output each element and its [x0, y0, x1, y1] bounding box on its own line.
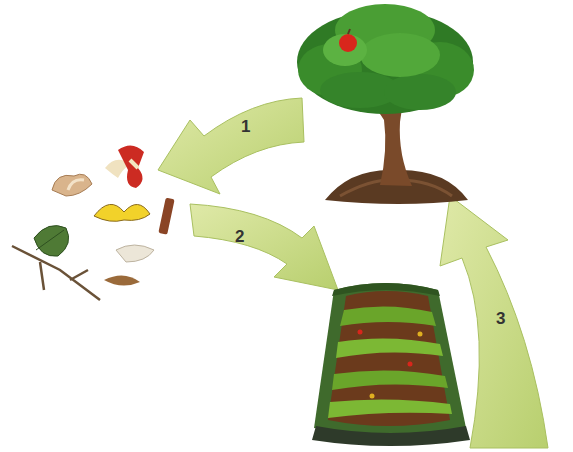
cycle-arrow [158, 98, 304, 194]
apple-stem [348, 29, 350, 34]
callout-number: 3 [496, 310, 505, 327]
compost-bin [312, 283, 470, 446]
cycle-arrow [190, 204, 338, 290]
callout-number: 2 [235, 228, 244, 245]
tree-canopy [297, 4, 474, 114]
callout-number: 1 [241, 118, 250, 135]
apple [339, 34, 357, 52]
organic-waste [12, 145, 175, 300]
